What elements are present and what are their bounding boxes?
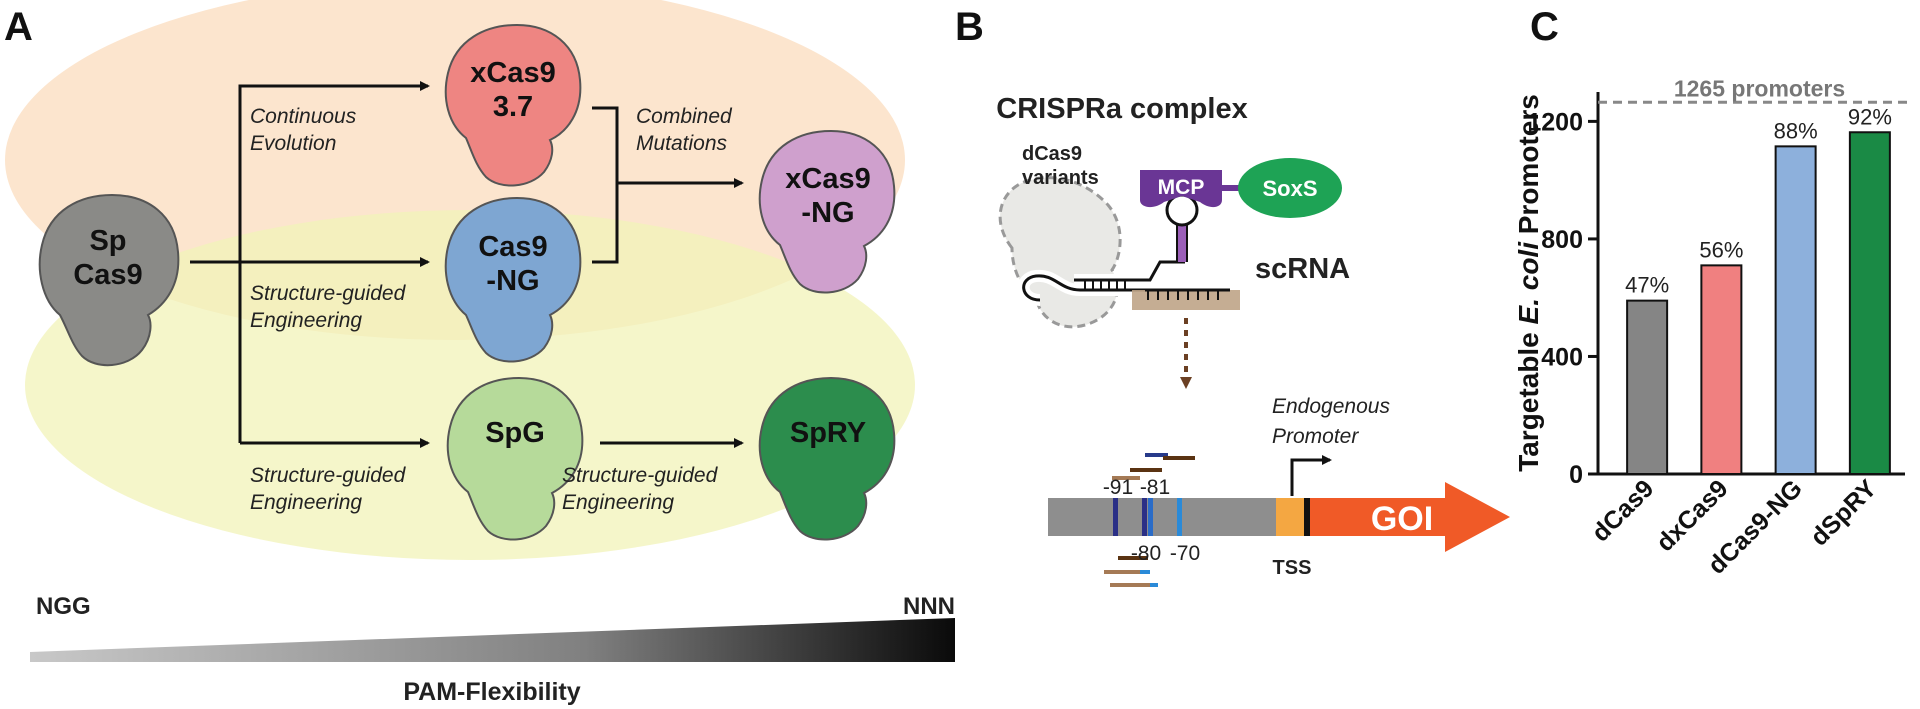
combined-label-2: Mutations xyxy=(636,132,728,155)
xcas9ng-label-1: xCas9 xyxy=(785,163,870,195)
scrna-label: scRNA xyxy=(1255,253,1350,285)
bar xyxy=(1848,131,1891,475)
target-tick-81 xyxy=(1142,498,1147,536)
xcas9-enzyme: xCas9 3.7 xyxy=(444,23,582,187)
y-tick-label: 0 xyxy=(1569,461,1583,489)
spg-enzyme: SpG xyxy=(446,376,584,541)
spry-label: SpRY xyxy=(790,417,866,449)
category-label: dSpRY xyxy=(1805,474,1882,551)
pam-left-label: NGG xyxy=(36,593,91,620)
structure-mid-label-2: Engineering xyxy=(250,309,362,332)
pos-81-label: -81 xyxy=(1140,476,1170,499)
target-tick-80 xyxy=(1148,498,1153,536)
pam-right-label: NNN xyxy=(903,593,955,620)
xcas9ng-label-2: -NG xyxy=(801,197,854,229)
bar-data-label: 56% xyxy=(1699,237,1743,262)
crispra-title: CRISPRa complex xyxy=(996,93,1247,125)
engineering-region xyxy=(25,210,915,560)
bar-data-label: 47% xyxy=(1625,273,1669,298)
spry-enzyme: SpRY xyxy=(758,376,896,541)
goi-label: GOI xyxy=(1371,500,1433,538)
bar xyxy=(1626,299,1669,475)
y-axis-label: Targetable E. coli Promoters xyxy=(1513,94,1544,472)
category-label: dCas9 xyxy=(1587,474,1660,547)
y-tick-label: 1200 xyxy=(1527,108,1583,136)
bar xyxy=(1774,145,1817,475)
reference-line-label: 1265 promoters xyxy=(1674,75,1845,101)
bar-data-label: 92% xyxy=(1848,104,1892,129)
tss-segment xyxy=(1276,498,1308,536)
pos-91-label: -91 xyxy=(1103,476,1133,499)
xcas9ng-enzyme: xCas9 -NG xyxy=(758,129,896,294)
dcas9-variants-label-1: dCas9 xyxy=(1022,143,1082,165)
continuous-label-2: Evolution xyxy=(250,132,336,155)
endogenous-label-1: Endogenous xyxy=(1272,395,1390,418)
pam-axis-label: PAM-Flexibility xyxy=(403,678,580,706)
y-tick-label: 400 xyxy=(1541,343,1583,371)
mcp-protein: MCP xyxy=(1140,170,1222,208)
spcas9-label-1: Sp xyxy=(89,225,126,257)
soxs-protein: SoxS xyxy=(1238,158,1342,218)
continuous-label-1: Continuous xyxy=(250,105,357,128)
panel-label-b: B xyxy=(955,5,984,49)
mcp-label: MCP xyxy=(1158,176,1205,199)
goi-arrow xyxy=(1310,482,1510,552)
tss-marker xyxy=(1304,498,1310,536)
structure-low-label-1: Structure-guided xyxy=(250,464,407,487)
target-tick-70 xyxy=(1177,498,1182,536)
y-tick-label: 800 xyxy=(1541,226,1583,254)
cas9ng-label-2: -NG xyxy=(486,265,539,297)
tss-arrow xyxy=(1290,455,1332,496)
bar xyxy=(1700,264,1743,475)
structure-low-label-2: Engineering xyxy=(250,491,362,514)
structure-mid-label-1: Structure-guided xyxy=(250,282,407,305)
panel-label-c: C xyxy=(1530,5,1559,49)
dcas9-variant-blob xyxy=(998,176,1122,329)
structure-right-label-1: Structure-guided xyxy=(562,464,719,487)
soxs-label: SoxS xyxy=(1262,176,1317,201)
target-tick-91 xyxy=(1113,498,1118,536)
scrna-structure xyxy=(1017,193,1240,310)
dcas9-variants-label-2: variants xyxy=(1022,167,1099,189)
endogenous-label-2: Promoter xyxy=(1272,425,1359,448)
tss-label: TSS xyxy=(1273,557,1312,579)
spg-label: SpG xyxy=(485,417,545,449)
xcas9-label-2: 3.7 xyxy=(493,91,533,123)
xcas9-label-1: xCas9 xyxy=(470,57,555,89)
cas9ng-enzyme: Cas9 -NG xyxy=(444,196,582,363)
spcas9-enzyme: Sp Cas9 xyxy=(38,193,180,367)
pos-80-label: -80 xyxy=(1131,542,1161,565)
bar-data-label: 88% xyxy=(1774,118,1818,143)
pam-gradient-wedge xyxy=(30,618,955,662)
evolution-arrows xyxy=(190,81,744,448)
promoter-dna xyxy=(1048,498,1276,536)
structure-right-label-2: Engineering xyxy=(562,491,674,514)
combined-label-1: Combined xyxy=(636,105,733,128)
spcas9-label-2: Cas9 xyxy=(73,259,142,291)
panel-label-a: A xyxy=(4,5,33,49)
cas9ng-label-1: Cas9 xyxy=(478,231,547,263)
pos-70-label: -70 xyxy=(1170,542,1200,565)
